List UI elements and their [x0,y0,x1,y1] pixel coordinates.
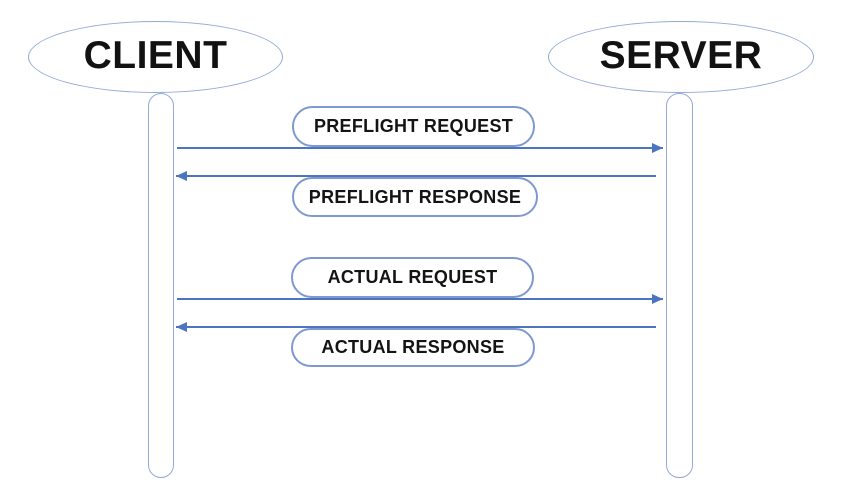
actor-client-ellipse: CLIENT [28,21,283,93]
preflight-request-text: PREFLIGHT REQUEST [313,116,514,136]
actor-server-ellipse: SERVER [548,21,814,93]
arrow-preflight-request [177,143,663,153]
arrow-actual-request [177,294,663,304]
actual-request-text: ACTUAL REQUEST [327,267,498,287]
label-preflight-request: PREFLIGHT REQUEST [292,106,535,147]
actual-response-text: ACTUAL RESPONSE [321,337,505,357]
arrowhead-left-icon [176,322,187,332]
label-actual-response: ACTUAL RESPONSE [291,328,535,367]
label-preflight-response: PREFLIGHT RESPONSE [292,177,538,217]
arrowhead-left-icon [176,171,187,181]
arrowhead-right-icon [652,294,663,304]
actor-client-label: CLIENT [83,34,228,77]
arrow-preflight-response [176,171,656,181]
preflight-response-text: PREFLIGHT RESPONSE [308,186,522,207]
client-lifeline [148,93,174,478]
actor-server-label: SERVER [599,34,763,77]
arrowhead-right-icon [652,143,663,153]
arrow-actual-response [176,322,656,332]
server-lifeline [666,93,693,478]
label-actual-request: ACTUAL REQUEST [291,257,534,298]
